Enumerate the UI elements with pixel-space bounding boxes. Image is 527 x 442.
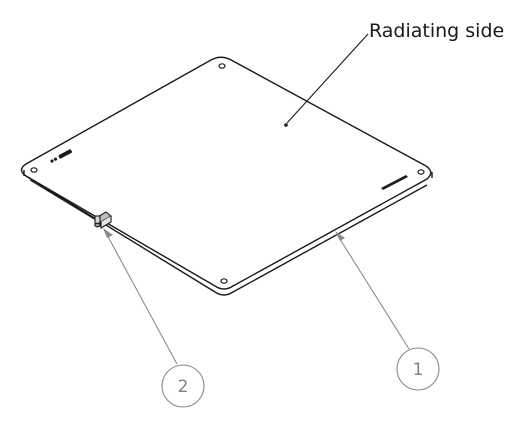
panel-top-face [20, 56, 432, 290]
mounting-hole-right [417, 169, 425, 175]
mounting-hole-bottom [220, 278, 228, 284]
callout-1-leader [335, 231, 410, 350]
antenna-panel [20, 56, 433, 296]
connector [94, 211, 112, 229]
callout-2: 2 [161, 364, 205, 408]
callout-1-number: 1 [413, 360, 424, 380]
callout-2-number: 2 [178, 377, 189, 397]
mounting-holes [30, 63, 425, 284]
callout-2-leader [103, 228, 178, 365]
center-point [284, 123, 288, 127]
mounting-hole-top [218, 63, 226, 69]
mounting-hole-left [30, 167, 38, 173]
logo-marking [50, 149, 73, 163]
panel-edge-lower [29, 179, 97, 221]
label-marking [381, 175, 408, 190]
radiating-side-leader [286, 33, 369, 124]
radiating-side-label: Radiating side [369, 20, 504, 42]
panel-edge [23, 170, 433, 296]
callout-1: 1 [396, 347, 440, 391]
